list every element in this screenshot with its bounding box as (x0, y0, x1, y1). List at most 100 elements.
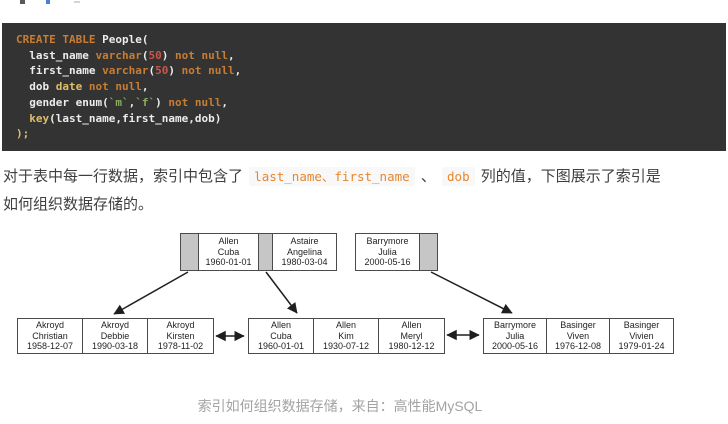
entry-dob: 1980-12-12 (388, 341, 435, 352)
code-token: not null (88, 80, 142, 94)
code-token: CREATE TABLE (16, 33, 96, 46)
index-entry-cell: Akroyd Debbie 1990-03-18 (83, 319, 148, 353)
entry-last-name: Allen (335, 320, 356, 331)
inline-code-dob: dob (442, 167, 475, 186)
index-entry-cell: Basinger Viven 1976-12-08 (547, 319, 610, 353)
code-token: not null (181, 64, 235, 78)
code-token: 50 (148, 48, 162, 62)
entry-last-name: Basinger (623, 320, 660, 331)
index-entry-cell: Allen Cuba 1960-01-01 (249, 319, 314, 353)
code-token: ) (155, 95, 169, 109)
code-line: dob date not null, (16, 79, 712, 95)
code-token: , (221, 95, 228, 109)
entry-last-name: Allen (401, 320, 422, 331)
btree-root-node-left: Allen Cuba 1960-01-01 Astaire Angelina 1… (180, 233, 337, 271)
code-line: last_name varchar(50) not null, (16, 48, 712, 64)
code-token: first_name (16, 64, 103, 78)
code-line: ); (16, 126, 712, 142)
btree-leaf-node-barrymore-basinger: Barrymore Julia 2000-05-16 Basinger Vive… (483, 318, 674, 354)
entry-dob: 1990-03-18 (91, 341, 139, 352)
code-token: varchar (102, 64, 149, 78)
entry-dob: 1930-07-12 (322, 341, 370, 352)
index-entry-cell: Allen Meryl 1980-12-12 (379, 319, 444, 353)
entry-first-name: Viven (566, 330, 590, 341)
entry-last-name: Allen (270, 320, 291, 331)
entry-last-name: Barrymore (493, 320, 536, 331)
entry-last-name: Basinger (560, 320, 596, 331)
clipped-link-glyph (46, 0, 50, 4)
index-entry-cell: Allen Cuba 1960-01-01 (199, 234, 259, 270)
code-token: ( (148, 64, 156, 78)
index-entry-cell: Akroyd Kirsten 1978-11-02 (148, 319, 213, 353)
entry-dob: 2000-05-16 (491, 341, 539, 352)
code-token: not null (174, 48, 228, 62)
code-token: not null (168, 95, 222, 109)
entry-last-name: Akroyd (100, 320, 129, 331)
entry-last-name: Barrymore (366, 236, 409, 247)
paragraph: 对于表中每一行数据，索引中包含了 last_name、first_name 、 … (3, 163, 722, 219)
code-token: varchar (95, 48, 142, 62)
pointer-cell (259, 234, 273, 270)
paragraph-text: 如何组织数据存储的。 (3, 196, 154, 213)
code-token: gender enum( (16, 95, 109, 109)
clipped-glyph (74, 1, 80, 3)
arrow-root-to-leaf-akroyd (113, 271, 189, 315)
code-token: last_name (16, 48, 96, 62)
btree-root-node-right: Barrymore Julia 2000-05-16 (355, 233, 438, 271)
figure-caption: 索引如何组织数据存储，来自：高性能MySQL (197, 398, 483, 414)
code-token: ( (141, 48, 149, 62)
index-entry-cell: Basinger Vivien 1979-01-24 (610, 319, 673, 353)
btree-leaf-node-allen: Allen Cuba 1960-01-01 Allen Kim 1930-07-… (248, 318, 445, 354)
entry-first-name: Julia (378, 246, 397, 257)
entry-first-name: Christian (32, 330, 68, 341)
entry-dob: 1960-01-01 (257, 341, 305, 352)
entry-dob: 1958-12-07 (26, 341, 74, 352)
code-token: date (55, 80, 83, 94)
inline-code-columns: last_name、first_name (249, 167, 415, 186)
pointer-cell (181, 234, 199, 270)
code-token: 50 (155, 64, 169, 78)
entry-last-name: Allen (218, 236, 239, 247)
code-token: , (141, 80, 149, 94)
code-token (82, 80, 89, 93)
entry-dob: 1960-01-01 (205, 257, 252, 268)
arrow-root-to-leaf-barrymore (430, 271, 513, 314)
entry-first-name: Kirsten (166, 330, 195, 341)
index-entry-cell: Allen Kim 1930-07-12 (314, 319, 379, 353)
index-entry-cell: Barrymore Julia 2000-05-16 (484, 319, 547, 353)
index-entry-cell: Barrymore Julia 2000-05-16 (356, 234, 420, 270)
code-token: (last_name,first_name,dob) (49, 111, 222, 125)
entry-last-name: Akroyd (35, 320, 64, 331)
paragraph-text: 、 (416, 168, 441, 185)
code-line: first_name varchar(50) not null, (16, 63, 712, 79)
paragraph-text: 对于表中每一行数据，索引中包含了 (3, 168, 248, 185)
code-token: , (234, 64, 242, 78)
entry-dob: 1980-03-04 (281, 257, 328, 268)
clipped-text-remnant (0, 0, 300, 6)
paragraph-text: 列的值，下图展示了索引是 (476, 168, 661, 185)
code-token: , (128, 95, 136, 109)
sql-code-block: CREATE TABLE People( last_name varchar(5… (2, 23, 726, 151)
index-entry-cell: Akroyd Christian 1958-12-07 (18, 319, 83, 353)
btree-leaf-node-akroyd: Akroyd Christian 1958-12-07 Akroyd Debbi… (17, 318, 214, 354)
code-line: key(last_name,first_name,dob) (16, 111, 712, 127)
pointer-cell (420, 234, 437, 270)
code-token: People( (95, 33, 149, 46)
code-line: gender enum(`m`,`f`) not null, (16, 95, 712, 111)
arrow-root-to-leaf-allen (265, 271, 298, 314)
code-token: , (227, 48, 235, 62)
entry-first-name: Vivien (629, 330, 654, 341)
entry-dob: 1976-12-08 (554, 341, 602, 352)
entry-dob: 1978-11-02 (157, 341, 204, 352)
code-token: dob (16, 80, 56, 94)
index-entry-cell: Astaire Angelina 1980-03-04 (273, 234, 336, 270)
entry-last-name: Astaire (290, 236, 319, 247)
clipped-glyph (20, 0, 25, 4)
entry-first-name: Angelina (286, 246, 323, 257)
entry-first-name: Meryl (400, 330, 423, 341)
code-token: key (16, 111, 50, 125)
code-line: CREATE TABLE People( (16, 32, 712, 48)
entry-dob: 2000-05-16 (364, 257, 411, 268)
code-token: `f` (135, 95, 156, 109)
